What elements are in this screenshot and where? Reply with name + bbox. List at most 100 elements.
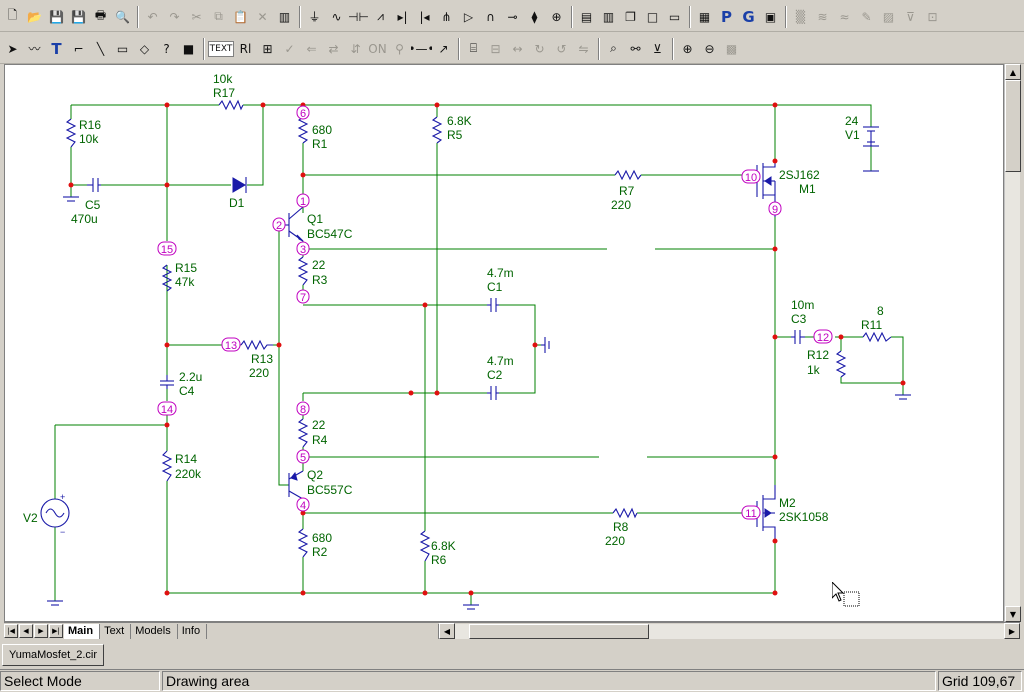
rotate-icon[interactable]: ↻ <box>534 41 545 56</box>
zener-icon[interactable]: |◂ <box>419 9 430 24</box>
switch-icon[interactable]: ⊸ <box>507 9 518 24</box>
line-icon[interactable]: ╲ <box>96 41 105 56</box>
label-v2-0[interactable]: V2 <box>23 511 38 525</box>
label-r11-0[interactable]: 8 <box>877 304 884 318</box>
source-icon[interactable]: ⊕ <box>551 9 562 24</box>
label-q1-1[interactable]: BC547C <box>307 227 353 241</box>
label-r15-1[interactable]: 47k <box>175 275 195 289</box>
label-c5-0[interactable]: C5 <box>85 198 101 212</box>
diode-icon[interactable]: ▸| <box>397 9 408 24</box>
copy-icon[interactable]: ⧉ <box>214 9 223 23</box>
note-icon[interactable]: ▭ <box>116 41 129 56</box>
paste-icon[interactable]: 📋 <box>233 9 248 24</box>
opamp-icon[interactable]: ▷ <box>463 9 474 24</box>
color-icon[interactable]: ■ <box>182 41 195 56</box>
label-r4-0[interactable]: 22 <box>312 418 326 432</box>
label-c5-1[interactable]: 470u <box>71 212 98 226</box>
scroll-up-icon[interactable]: ▲ <box>1005 64 1021 80</box>
label-r4-1[interactable]: R4 <box>312 433 328 447</box>
vertical-scroll-thumb[interactable] <box>1005 80 1021 172</box>
label-r14-0[interactable]: R14 <box>175 452 197 466</box>
scroll-right-icon[interactable]: ▶ <box>1004 623 1020 639</box>
label-d1-0[interactable]: D1 <box>229 196 245 210</box>
vertical-scrollbar[interactable]: ▲ ▼ <box>1004 64 1021 622</box>
new-file-icon[interactable]: 🗋 <box>7 8 18 22</box>
pin-icon[interactable]: ⊞ <box>262 41 273 56</box>
label-m2-1[interactable]: 2SK1058 <box>779 510 829 524</box>
calculator-icon[interactable]: ▦ <box>698 9 711 24</box>
label-c1-1[interactable]: C1 <box>487 280 503 294</box>
label-c4-0[interactable]: 2.2u <box>179 370 202 384</box>
tab-text[interactable]: Text <box>100 623 132 639</box>
save-all-icon[interactable]: 💾 <box>71 9 86 24</box>
node-7[interactable]: 7 <box>296 289 310 304</box>
label-r17-0[interactable]: 10k <box>213 72 233 86</box>
flip-icon[interactable]: ⇵ <box>350 41 361 56</box>
save-icon[interactable]: 💾 <box>49 9 64 24</box>
battery-icon[interactable]: ⧫ <box>531 9 538 24</box>
tab-info[interactable]: Info <box>178 623 208 639</box>
line-step-icon[interactable]: ⌐ <box>73 41 84 56</box>
label-r3-1[interactable]: R3 <box>312 273 328 287</box>
node-2[interactable]: 2 <box>272 217 286 232</box>
label-r8-1[interactable]: 220 <box>605 534 625 548</box>
prev-sheet-icon[interactable]: ◀ <box>19 624 33 638</box>
capacitor-icon[interactable]: ⊣⊢ <box>348 9 369 24</box>
node-14[interactable]: 14 <box>157 401 177 416</box>
probe-p-icon[interactable]: P <box>721 7 732 26</box>
node-icon[interactable]: ⚲ <box>395 41 404 56</box>
scroll-left-icon[interactable]: ◀ <box>439 623 455 639</box>
label-c2-1[interactable]: C2 <box>487 368 503 382</box>
label-r5-1[interactable]: R5 <box>447 128 463 142</box>
label-r2-0[interactable]: 680 <box>312 531 332 545</box>
probe-g-icon[interactable]: G <box>742 7 755 26</box>
label-m1-1[interactable]: M1 <box>799 182 816 196</box>
find-icon[interactable]: ⌕ <box>610 41 617 55</box>
mirror-icon[interactable]: ⇄ <box>328 41 339 56</box>
node-8[interactable]: 8 <box>296 401 310 416</box>
cursor-node-icon[interactable]: ↗ <box>438 41 449 56</box>
tile-h-icon[interactable]: ▤ <box>580 9 593 24</box>
label-r2-1[interactable]: R2 <box>312 545 328 559</box>
label-q1-0[interactable]: Q1 <box>307 212 323 226</box>
zoom-out-icon[interactable]: ⊖ <box>704 41 715 56</box>
label-r1-1[interactable]: R1 <box>312 137 328 151</box>
label-r6-0[interactable]: 6.8K <box>431 539 456 553</box>
window2-icon[interactable]: ▭ <box>668 9 681 24</box>
binoculars-icon[interactable]: ⚯ <box>630 41 641 56</box>
label-r5-0[interactable]: 6.8K <box>447 114 472 128</box>
file-tab[interactable]: YumaMosfet_2.cir <box>2 644 105 666</box>
last-sheet-icon[interactable]: ▶| <box>49 624 63 638</box>
scroll-down-icon[interactable]: ▼ <box>1005 606 1021 622</box>
label-r16-1[interactable]: 10k <box>79 132 99 146</box>
node-5[interactable]: 5 <box>296 449 310 464</box>
check-icon[interactable]: ✓ <box>284 41 295 56</box>
properties-icon[interactable]: ⌸ <box>469 41 478 55</box>
node-line-icon[interactable]: •—• <box>411 41 432 56</box>
window-icon[interactable]: □ <box>646 9 659 24</box>
zoom-box-icon[interactable]: ⊡ <box>927 9 938 24</box>
label-r7-0[interactable]: R7 <box>619 184 635 198</box>
tile-v-icon[interactable]: ▥ <box>602 9 615 24</box>
label-r3-0[interactable]: 22 <box>312 258 326 272</box>
grid-icon[interactable]: ▒ <box>795 9 806 24</box>
tab-models[interactable]: Models <box>131 623 178 639</box>
vout-icon[interactable]: ⊽ <box>906 9 915 24</box>
image-icon[interactable]: ▨ <box>882 9 895 24</box>
npn-icon[interactable]: ⋔ <box>441 9 452 24</box>
inductor-icon[interactable]: ∩ <box>486 9 495 24</box>
print-icon[interactable]: 🖶 <box>94 8 107 22</box>
wave2-icon[interactable]: ≈ <box>839 9 850 24</box>
label-r1-0[interactable]: 680 <box>312 123 332 137</box>
ac-source-icon[interactable]: ∿ <box>331 9 342 24</box>
open-folder-icon[interactable]: 📂 <box>27 9 42 24</box>
print-preview-icon[interactable]: 🔍 <box>115 9 130 24</box>
align-icon[interactable]: ⊟ <box>490 41 501 56</box>
node-1[interactable]: 1 <box>296 193 310 208</box>
wave-icon[interactable]: ≋ <box>817 9 828 24</box>
arrow-left-icon[interactable]: ⇐ <box>306 41 317 56</box>
label-r14-1[interactable]: 220k <box>175 467 202 481</box>
help-pointer-icon[interactable]: ? <box>163 41 170 56</box>
undo-icon[interactable]: ↶ <box>147 9 158 24</box>
